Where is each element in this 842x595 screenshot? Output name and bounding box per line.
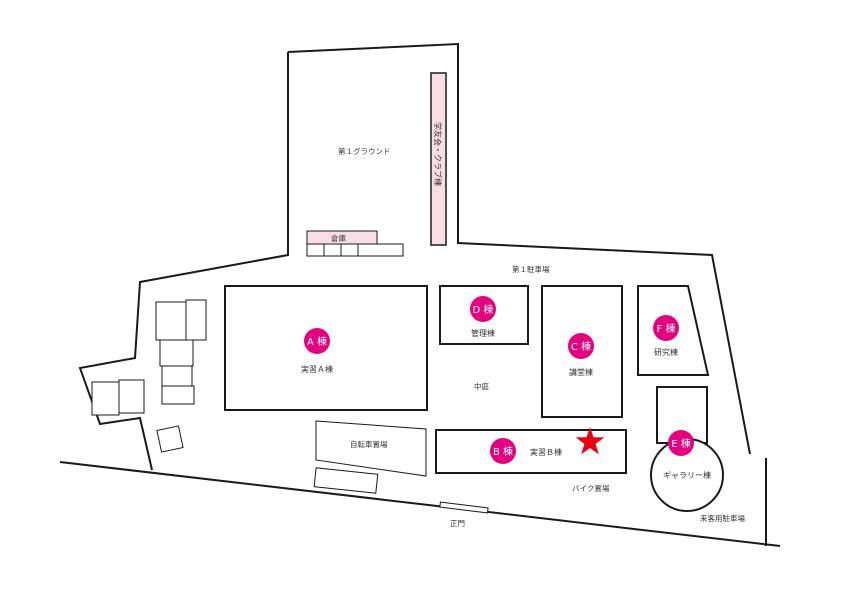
parking1-label: 第１駐車場 [512,264,550,274]
building-f-badge-text: F 棟 [657,322,676,335]
building-e-badge-text: E 棟 [671,437,691,450]
club-building: 学友会・クラブ棟 [430,72,447,246]
building-d-badge [470,296,496,322]
visitor-parking-label: 来客用駐車場 [700,513,745,523]
building-a-badge [304,328,330,354]
building-a-badge-text: A 棟 [307,335,327,348]
building-b-label: 実習Ｂ棟 [530,447,562,457]
building-a-label: 実習Ａ棟 [301,364,333,374]
campus-boundary [59,42,781,547]
building-c-badge [568,333,594,359]
bicycle-parking: 自転車置場 [313,420,427,494]
courtyard-label: 中庭 [474,381,489,391]
building-f-badge [653,315,679,341]
building-d-badge-text: D 棟 [473,303,494,316]
building-a: A 棟 実習Ａ棟 [224,285,428,411]
main-gate: 正門 [439,501,489,528]
building-c-badge-text: C 棟 [571,340,591,353]
ground-label: 第１グラウンド [338,146,391,156]
building-f-label: 研究棟 [654,347,678,357]
bike-parking-label: バイク置場 [572,483,610,493]
building-c-label: 講堂棟 [569,367,593,377]
main-gate-label: 正門 [450,519,465,528]
building-d-label: 管理棟 [471,328,495,338]
warehouse: 倉庫 [306,230,404,257]
left-structures [91,299,207,453]
building-e: E 棟 ギャラリー棟 [650,386,724,512]
building-e-badge [668,430,694,456]
building-b-badge-text: B 棟 [493,445,513,458]
building-e-label: ギャラリー棟 [663,470,711,480]
bicycle-parking-label: 自転車置場 [350,439,388,449]
building-b-badge [490,438,516,464]
star-icon [575,427,605,455]
building-f: F 棟 研究棟 [637,285,710,376]
warehouse-label: 倉庫 [331,233,346,243]
building-b: B 棟 実習Ｂ棟 [435,429,627,474]
building-d: D 棟 管理棟 [439,285,529,345]
building-c: C 棟 講堂棟 [541,285,623,418]
club-building-label: 学友会・クラブ棟 [433,122,443,186]
